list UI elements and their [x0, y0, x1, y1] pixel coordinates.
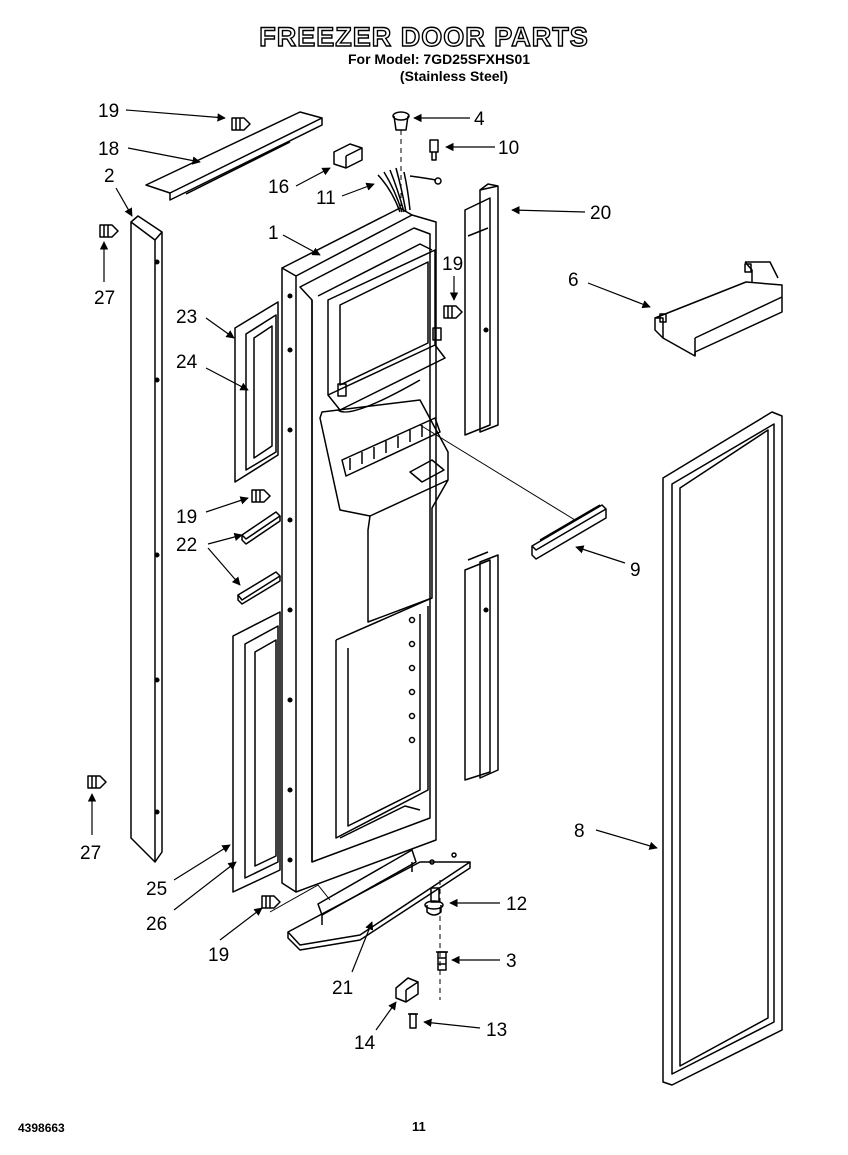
callout-27-upper: 27: [94, 288, 115, 309]
callout-24: 24: [176, 352, 198, 373]
screw-27-upper: [99, 224, 119, 238]
wire-plug: [392, 111, 410, 131]
callout-4: 4: [474, 109, 485, 130]
callout-27-lower: 27: [80, 843, 101, 864]
callout-26: 26: [146, 914, 167, 935]
ground-screw: [429, 139, 439, 161]
wire-harness: [377, 167, 442, 213]
finish-line: (Stainless Steel): [399, 68, 509, 84]
page-title: FREEZER DOOR PARTS: [259, 21, 589, 52]
upper-panel-assembly: [234, 301, 279, 483]
callout-20: 20: [590, 203, 611, 224]
callout-11: 11: [316, 188, 336, 209]
hinge-axis: [400, 130, 441, 1000]
dispenser-trim-bar: [419, 424, 607, 560]
top-trim-strip: [145, 111, 323, 201]
hinge-pin: [424, 887, 444, 916]
left-side-trim: [130, 215, 163, 863]
small-screw: [408, 1013, 418, 1029]
screw-27-lower: [87, 775, 107, 789]
callout-23: 23: [176, 307, 197, 328]
leader-lines: [87, 109, 658, 1031]
callout-2: 2: [104, 166, 115, 187]
callout-3: 3: [506, 951, 517, 972]
screw-19-middle: [251, 489, 271, 503]
callout-13: 13: [486, 1020, 507, 1041]
callout-1: 1: [268, 223, 279, 244]
callout-18: 18: [98, 139, 119, 160]
callout-labels: 19 18 2 27 4 10 16 11 1 20 19 6 23 24 19…: [80, 101, 641, 1054]
callout-6: 6: [568, 270, 579, 291]
callout-19-bottom: 19: [208, 945, 229, 966]
page-number: 11: [412, 1119, 426, 1134]
callout-12: 12: [506, 894, 527, 915]
callout-16: 16: [268, 177, 289, 198]
hinge-block: [395, 977, 419, 1003]
screw-19-right: [443, 305, 463, 319]
callout-22: 22: [176, 535, 197, 556]
lower-panel-assembly: [232, 611, 281, 893]
callout-25: 25: [146, 879, 167, 900]
dispenser-recess: [319, 249, 449, 839]
right-side-trim: [464, 183, 499, 781]
screw-19-bottom: [261, 895, 281, 909]
door-outer-panel: [281, 207, 437, 893]
callout-19-middle: 19: [176, 507, 197, 528]
callout-14: 14: [354, 1033, 376, 1054]
callout-19-right: 19: [442, 254, 463, 275]
callout-19-top: 19: [98, 101, 119, 122]
callout-9: 9: [630, 560, 641, 581]
center-trim-pieces: [237, 511, 281, 605]
screw-19-top: [231, 117, 251, 131]
model-line: For Model: 7GD25SFXHS01: [347, 51, 531, 67]
hinge-screw: [436, 951, 448, 971]
wire-connector: [333, 143, 363, 169]
door-bin: [654, 261, 783, 357]
document-number: 4398663: [18, 1121, 65, 1135]
lower-hinge-bracket: [269, 849, 471, 951]
door-gasket: [662, 411, 783, 1086]
callout-21: 21: [332, 978, 353, 999]
callout-10: 10: [498, 138, 519, 159]
callout-8: 8: [574, 821, 585, 842]
